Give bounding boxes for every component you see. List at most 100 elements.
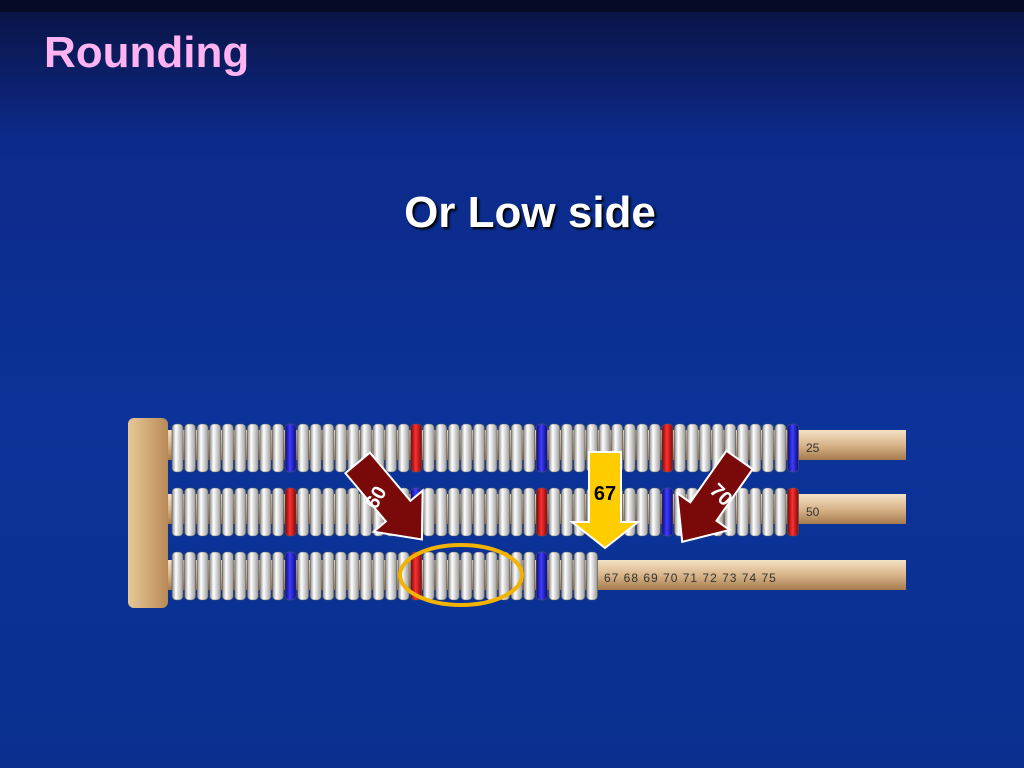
bead bbox=[661, 423, 674, 473]
bead bbox=[535, 487, 548, 537]
bead bbox=[297, 551, 309, 601]
bead bbox=[284, 487, 297, 537]
top-strip bbox=[0, 0, 1024, 12]
bead bbox=[762, 423, 774, 473]
bead bbox=[272, 487, 284, 537]
bead bbox=[347, 487, 360, 537]
bead bbox=[284, 423, 297, 473]
bead bbox=[184, 423, 196, 473]
bead bbox=[221, 423, 234, 473]
bead bbox=[196, 487, 209, 537]
bead bbox=[372, 551, 385, 601]
bead bbox=[573, 423, 586, 473]
bead bbox=[334, 487, 347, 537]
bead bbox=[272, 423, 284, 473]
bead bbox=[736, 487, 749, 537]
bead bbox=[636, 423, 649, 473]
row-label-1: 25 bbox=[806, 441, 820, 455]
bead bbox=[209, 551, 222, 601]
bead bbox=[184, 551, 196, 601]
bead bbox=[787, 423, 799, 473]
bead bbox=[498, 487, 510, 537]
bead bbox=[749, 423, 762, 473]
arrow-67-label: 67 bbox=[594, 483, 616, 505]
bead bbox=[674, 423, 686, 473]
bead bbox=[448, 423, 460, 473]
bead bbox=[196, 423, 209, 473]
row-label-3: 67 68 69 70 71 72 73 74 75 bbox=[604, 571, 777, 585]
bead bbox=[460, 487, 473, 537]
bead bbox=[535, 551, 548, 601]
bead bbox=[623, 423, 636, 473]
bead bbox=[548, 487, 561, 537]
bead bbox=[686, 423, 699, 473]
bead bbox=[247, 423, 259, 473]
bead bbox=[498, 423, 510, 473]
highlight-oval bbox=[398, 543, 524, 607]
bead bbox=[322, 487, 335, 537]
bead bbox=[234, 551, 247, 601]
bead bbox=[561, 487, 573, 537]
bead bbox=[448, 551, 460, 601]
bead bbox=[171, 423, 184, 473]
bead bbox=[171, 487, 184, 537]
bead bbox=[448, 487, 460, 537]
bead bbox=[586, 551, 598, 601]
bead bbox=[272, 551, 284, 601]
bead bbox=[259, 487, 272, 537]
bead bbox=[322, 551, 335, 601]
bead bbox=[523, 551, 536, 601]
arrow-67: 67 bbox=[569, 451, 641, 550]
bead bbox=[322, 423, 335, 473]
bead bbox=[259, 551, 272, 601]
bead bbox=[561, 551, 573, 601]
bead bbox=[184, 487, 196, 537]
bead bbox=[334, 551, 347, 601]
slide-subtitle: Or Low side bbox=[404, 188, 656, 237]
arrow-60: 60 bbox=[343, 451, 424, 541]
bead bbox=[385, 423, 397, 473]
bead bbox=[548, 423, 561, 473]
bead bbox=[309, 423, 322, 473]
bead bbox=[648, 487, 661, 537]
bead bbox=[435, 423, 448, 473]
bead bbox=[523, 423, 536, 473]
bead bbox=[473, 423, 485, 473]
bead bbox=[774, 487, 787, 537]
bead bbox=[171, 551, 184, 601]
arrow-70: 70 bbox=[675, 449, 755, 544]
slide-title: Rounding bbox=[44, 28, 250, 77]
bead bbox=[309, 551, 322, 601]
bead bbox=[309, 487, 322, 537]
bead bbox=[385, 551, 397, 601]
bead bbox=[221, 551, 234, 601]
bead bbox=[523, 487, 536, 537]
bead bbox=[259, 423, 272, 473]
bead bbox=[410, 423, 423, 473]
bead bbox=[485, 551, 498, 601]
bead bbox=[460, 551, 473, 601]
bead bbox=[473, 551, 485, 601]
bead bbox=[636, 487, 649, 537]
bead bbox=[699, 423, 711, 473]
bead bbox=[485, 423, 498, 473]
bead bbox=[209, 487, 222, 537]
row-label-2: 50 bbox=[806, 505, 820, 519]
bead bbox=[297, 487, 309, 537]
bead bbox=[234, 423, 247, 473]
bead bbox=[535, 423, 548, 473]
bead bbox=[347, 551, 360, 601]
bead bbox=[648, 423, 661, 473]
bead bbox=[397, 423, 410, 473]
bead bbox=[247, 487, 259, 537]
bead bbox=[510, 423, 523, 473]
bead bbox=[209, 423, 222, 473]
bead bbox=[360, 551, 372, 601]
bead bbox=[297, 423, 309, 473]
bead bbox=[221, 487, 234, 537]
abacus-frame bbox=[128, 418, 168, 608]
bead bbox=[661, 487, 674, 537]
bead bbox=[284, 551, 297, 601]
bead bbox=[196, 551, 209, 601]
bead bbox=[422, 487, 435, 537]
